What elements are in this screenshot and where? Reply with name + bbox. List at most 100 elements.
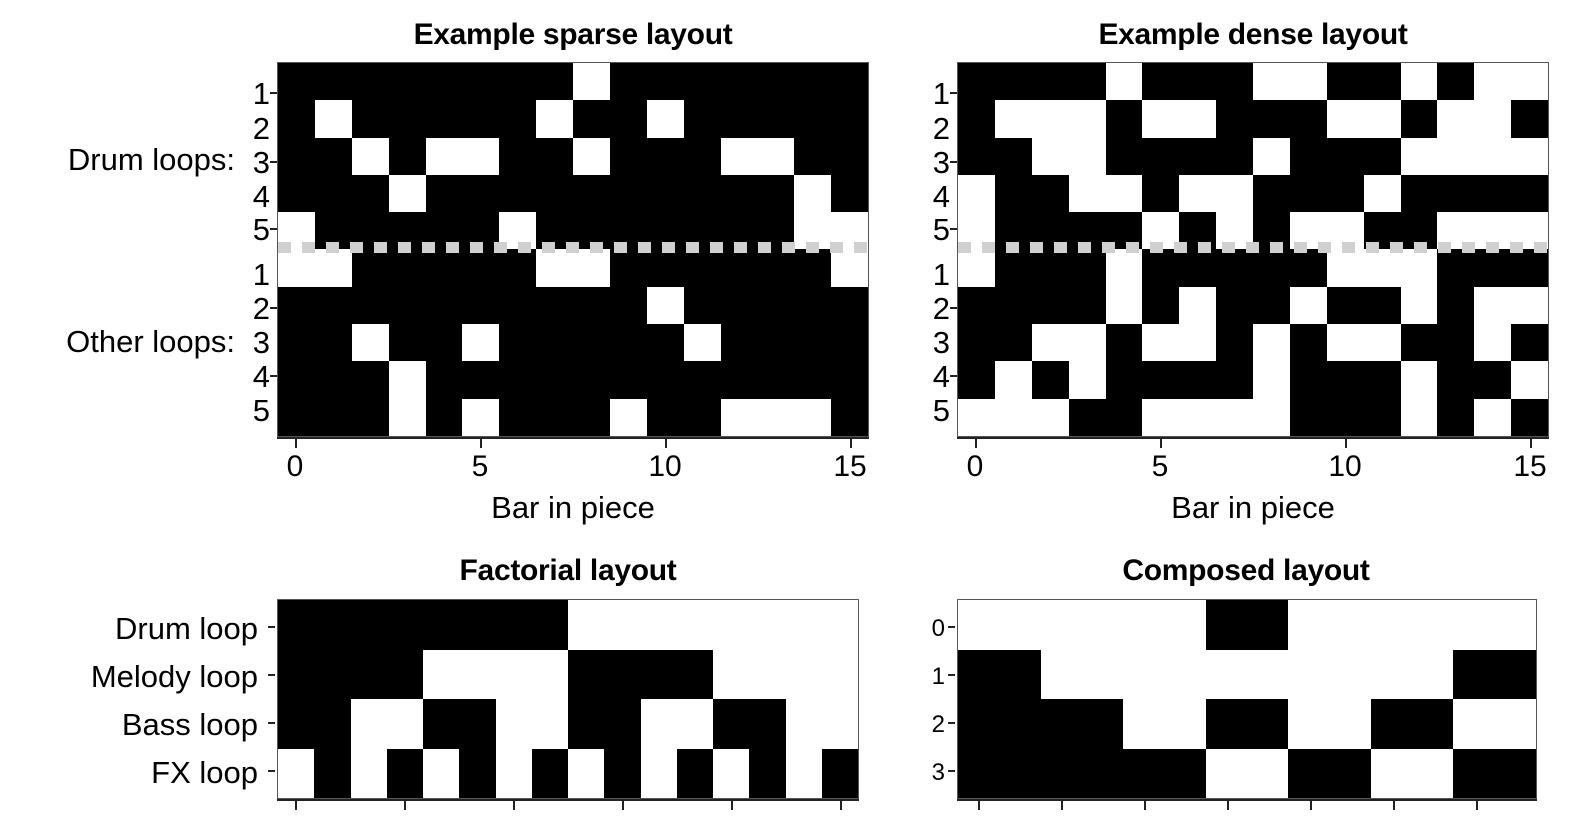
heatmap-cell xyxy=(1453,600,1536,650)
heatmap-cell xyxy=(831,398,868,436)
heatmap-cell xyxy=(720,361,758,399)
heatmap-cell xyxy=(314,174,352,213)
xtick-label-sparse-10: 10 xyxy=(648,450,682,483)
heatmap-cell xyxy=(1474,286,1512,325)
heatmap-cell xyxy=(1453,649,1536,699)
heatmap-cell xyxy=(462,324,500,362)
heatmap-cell xyxy=(713,600,750,650)
heatmap-cell xyxy=(459,649,496,699)
heatmap-cell xyxy=(423,748,460,798)
ytick-mark xyxy=(948,626,955,628)
xtick-label-sparse-0: 0 xyxy=(286,450,304,483)
heatmap-cell xyxy=(350,699,387,749)
heatmap-cell xyxy=(1142,286,1180,325)
heatmap-cell xyxy=(1216,324,1253,362)
heatmap-cell xyxy=(1253,286,1290,325)
heatmap-cell xyxy=(499,100,537,138)
heatmap-cell xyxy=(1363,286,1401,325)
heatmap-cell xyxy=(1040,649,1124,699)
heatmap-cell xyxy=(646,174,684,213)
heatmap-cell xyxy=(794,286,832,325)
heatmap-cell xyxy=(351,398,389,436)
heatmap-cell xyxy=(958,361,995,399)
heatmap-cell xyxy=(499,249,537,287)
heatmap-cell xyxy=(278,137,315,175)
heatmap-cell xyxy=(350,649,387,699)
heatmap-cell xyxy=(1511,324,1548,362)
heatmap-cell xyxy=(573,100,610,138)
heatmap-cell xyxy=(278,361,315,399)
heatmap-cell xyxy=(1040,600,1124,650)
heatmap-cell xyxy=(531,649,568,699)
xtick-mark xyxy=(731,801,733,810)
row-label-bass-loop: Bass loop xyxy=(121,707,258,742)
heatmap-cell xyxy=(423,600,460,650)
heatmap-cell xyxy=(462,63,500,101)
xtick-label-dense-15: 15 xyxy=(1513,450,1547,483)
heatmap-cell xyxy=(314,63,352,101)
heatmap-cell xyxy=(1453,699,1536,749)
ytick-mark xyxy=(270,92,277,94)
heatmap-cell xyxy=(1253,249,1290,287)
xtick-mark xyxy=(295,801,297,810)
xaxis-line-sparse xyxy=(277,437,869,439)
xtick-label-dense-0: 0 xyxy=(966,450,984,483)
heatmap-cell xyxy=(1068,63,1106,101)
heatmap-cell xyxy=(499,137,537,175)
group-label-drum-loops: Drum loops: xyxy=(67,142,235,177)
xtick-mark xyxy=(1310,801,1312,810)
heatmap-cell xyxy=(1289,63,1327,101)
panel-title-dense: Example dense layout xyxy=(1098,18,1408,51)
ytick-dense-top-3: 3 xyxy=(932,145,950,180)
heatmap-cell xyxy=(1179,286,1217,325)
heatmap-cell xyxy=(351,249,389,287)
heatmap-cell xyxy=(609,286,647,325)
heatmap-sparse-grid xyxy=(278,63,868,436)
heatmap-cell xyxy=(749,600,786,650)
heatmap-cell xyxy=(1370,699,1454,749)
heatmap-cell xyxy=(831,361,868,399)
ytick-dense-bottom-1: 1 xyxy=(932,257,950,292)
panel-title-composed: Composed layout xyxy=(1122,554,1370,587)
heatmap-cell xyxy=(388,63,426,101)
heatmap-cell xyxy=(499,361,537,399)
heatmap-cell xyxy=(640,600,677,650)
heatmap-cell xyxy=(1216,174,1253,213)
heatmap-cell xyxy=(499,63,537,101)
heatmap-cell xyxy=(958,63,995,101)
heatmap-cell xyxy=(388,286,426,325)
heatmap-cell xyxy=(1437,137,1475,175)
heatmap-cell xyxy=(351,324,389,362)
heatmap-cell xyxy=(994,324,1032,362)
heatmap-cell xyxy=(351,100,389,138)
heatmap-cell xyxy=(425,249,463,287)
heatmap-cell xyxy=(462,249,500,287)
heatmap-cell xyxy=(757,286,795,325)
heatmap-cell xyxy=(462,286,500,325)
heatmap-cell xyxy=(425,174,463,213)
ytick-composed-2: 2 xyxy=(931,711,945,738)
xtick-mark xyxy=(622,801,624,810)
heatmap-cell xyxy=(646,137,684,175)
panel-dense: Example dense layout 1 2 3 4 5 1 2 3 4 5… xyxy=(860,8,1560,528)
heatmap-cell xyxy=(1179,249,1217,287)
heatmap-cell xyxy=(1068,174,1106,213)
heatmap-cell xyxy=(757,174,795,213)
heatmap-cell xyxy=(646,286,684,325)
heatmap-cell xyxy=(1474,361,1512,399)
heatmap-cell xyxy=(568,699,605,749)
heatmap-cell xyxy=(1105,63,1143,101)
heatmap-cell xyxy=(423,699,460,749)
heatmap-cell xyxy=(388,361,426,399)
heatmap-cell xyxy=(831,137,868,175)
heatmap-cell xyxy=(1370,649,1454,699)
heatmap-sparse xyxy=(277,62,869,437)
heatmap-cell xyxy=(536,286,573,325)
heatmap-cell xyxy=(573,174,610,213)
heatmap-cell xyxy=(1031,286,1069,325)
heatmap-cell xyxy=(1400,100,1438,138)
xtick-mark xyxy=(1061,801,1063,810)
heatmap-cell xyxy=(1142,249,1180,287)
heatmap-cell xyxy=(646,100,684,138)
heatmap-cell xyxy=(821,748,858,798)
